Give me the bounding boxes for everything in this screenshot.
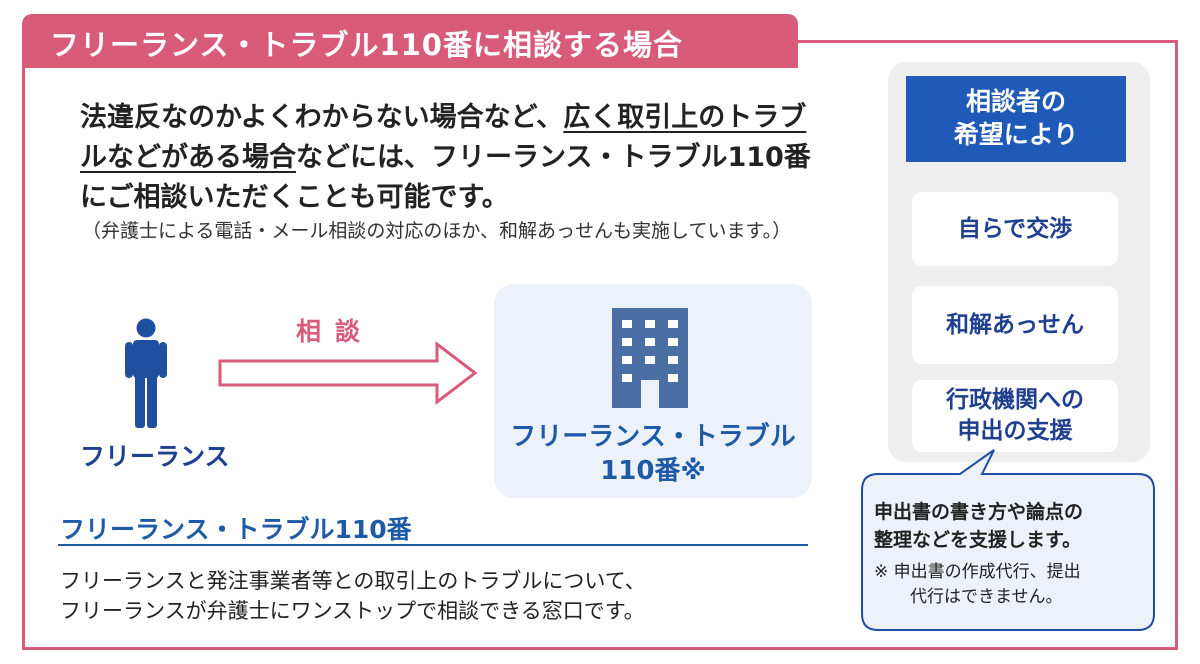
option-self-negotiation-label: 自らで交渉 [957,215,1073,242]
about-line1: フリーランスと発注事業者等との取引上のトラブルについて、 [60,569,646,593]
office-label-line1: フリーランス・トラブル [510,422,796,452]
callout-bubble [861,449,1155,631]
intro-text-after: などには、フリーランス・トラブル110番にご相談いただくことも可能です。 [80,142,811,213]
callout-note-line2: 代行はできません。 [910,587,1063,607]
wish-header: 相談者の 希望により [906,76,1126,162]
about-heading: フリーランス・トラブル110番 [60,515,412,544]
wish-line2: 希望により [953,120,1079,149]
callout-note-line1: ※ 申出書の作成代行、提出 [874,562,1081,582]
option-mediation-label: 和解あっせん [946,311,1084,338]
intro-text-before: 法違反なのかよくわからない場合など、 [80,102,564,133]
title-tab [22,14,798,68]
option-self-negotiation: 自らで交渉 [912,192,1118,266]
callout-main-line1: 申出書の書き方や論点の [874,501,1084,523]
right-arrow-icon [218,340,478,406]
callout-note: ※ 申出書の作成代行、提出 代行はできません。 [874,560,1144,610]
intro-note: （弁護士による電話・メール相談の対応のほか、和解あっせんも実施しています。） [82,220,792,242]
intro-text: 法違反なのかよくわからない場合など、広く取引上のトラブルなどがある場合などには、… [80,98,820,218]
about-heading-rule [58,544,808,546]
callout-main-line2: 整理などを支援します。 [874,529,1082,551]
option-filing-support-line2: 申出の支援 [957,418,1073,444]
intro-text-underlined: 広く取引上のトラブルなどがある場合 [80,102,807,173]
office-label: フリーランス・トラブル 110番※ [494,420,812,488]
about-line2: フリーランスが弁護士にワンストップで相談できる窓口です。 [60,599,645,623]
wish-line1: 相談者の [965,87,1066,116]
option-filing-support: 行政機関への 申出の支援 [912,380,1118,452]
building-icon [612,308,688,408]
about-description: フリーランスと発注事業者等との取引上のトラブルについて、 フリーランスが弁護士に… [60,566,820,626]
option-mediation: 和解あっせん [912,286,1118,364]
freelancer-label: フリーランス [80,442,230,471]
office-label-line2: 110番※ [600,456,706,486]
option-filing-support-line1: 行政機関への [946,387,1084,413]
person-icon [125,318,167,428]
page-title: フリーランス・トラブル110番に相談する場合 [50,28,683,62]
consult-label: 相談 [296,317,375,346]
callout-main: 申出書の書き方や論点の 整理などを支援します。 [874,498,1144,554]
